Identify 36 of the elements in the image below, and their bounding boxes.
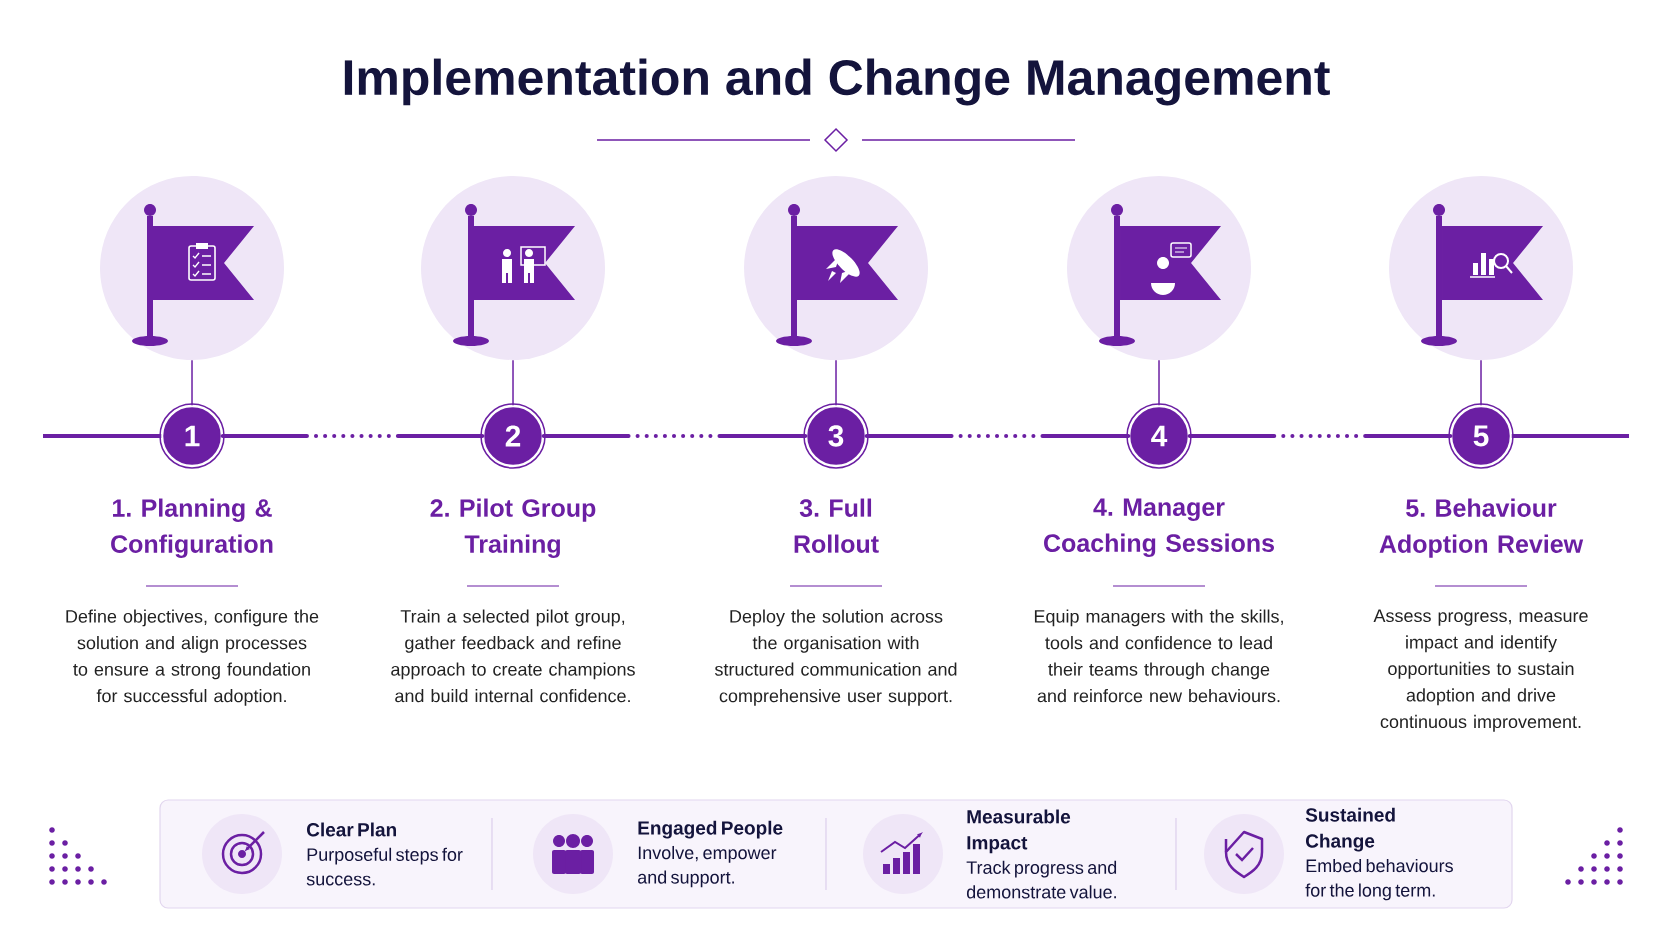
title: Implementation and Change Management: [344, 58, 1330, 106]
connector-line: [1480, 359, 1482, 406]
timeline-line: [1187, 434, 1453, 438]
connector-line: [1158, 359, 1160, 406]
timeline-line: [43, 434, 162, 438]
flag-drawing: [1389, 176, 1573, 360]
step-description: Deploy the solution across the organisation with structured communication and comprehensive user support.: [714, 609, 957, 706]
step-number: 5: [1448, 403, 1514, 469]
flag-drawing: [100, 176, 284, 360]
step-heading: 5. Behaviour Adoption Review: [1379, 498, 1584, 558]
step-heading: 1. Planning & Configuration: [111, 498, 273, 558]
step-number: 2: [480, 403, 546, 469]
timeline-line: [541, 434, 808, 438]
step-heading: 3. Full Rollout: [794, 498, 879, 553]
connector-line: [512, 359, 514, 406]
step-description: Train a selected pilot group, gather feedback and refine approach to create champions and build internal confidence.: [391, 609, 635, 703]
step-heading: 4. Manager Coaching Sessions: [1044, 498, 1274, 558]
step-number: 1: [159, 403, 225, 469]
benefit-text: Sustained Change Embed behaviours for the long term.: [1305, 807, 1453, 901]
timeline-line: [1511, 434, 1629, 438]
benefit-text: Engaged People Involve, empower and support.: [638, 820, 783, 888]
step-description: Equip managers with the skills, tools and confidence to lead their teams through change and reinforce new behaviours.: [1034, 609, 1283, 703]
benefit-text: Measurable Impact Track progress and demonstrate value.: [966, 809, 1117, 899]
step-description: Define objectives, configure the solution and align processes to ensure a strong foundation for successful adoption.: [66, 609, 319, 706]
connector-line: [191, 359, 193, 406]
connector-line: [835, 359, 837, 406]
step-description: Assess progress, measure impact and identify opportunities to sustain adoption and drive continuous improvement.: [1373, 609, 1588, 732]
timeline-line: [220, 434, 485, 438]
timeline-line: [864, 434, 1131, 438]
step-number: 3: [803, 403, 869, 469]
flag-drawing: [744, 176, 928, 360]
step-number: 4: [1126, 403, 1192, 469]
flag-drawing: [421, 176, 605, 360]
flag-drawing: [1067, 176, 1251, 360]
benefit-text: Clear Plan Purposeful steps for success.: [306, 822, 463, 886]
step-heading: 2. Pilot Group Training: [430, 498, 596, 558]
